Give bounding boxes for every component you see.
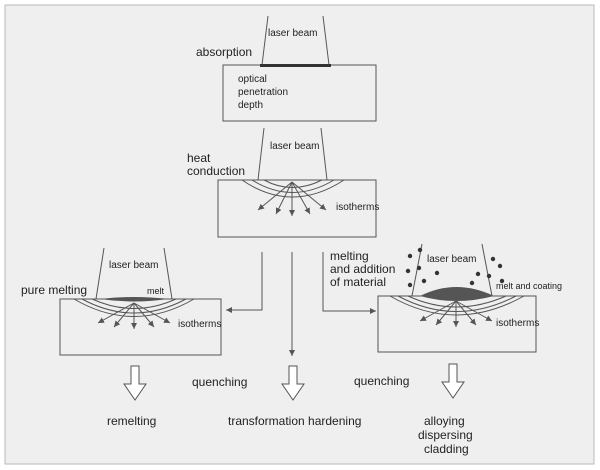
absorption-stage: laser beam absorption optical penetratio… [196,15,377,122]
depth-label-line-2: penetration [238,87,288,98]
heat-conduction-workpiece [217,179,377,238]
pure-melting-stage: laser beam pure melting melt isotherms [21,247,222,356]
heat-isotherms-label: isotherms [336,202,379,213]
melt-and-coating-label: melt and coating [496,281,562,291]
pure-melt-label: melt [147,286,165,296]
melting-addition-beam-label: laser beam [427,254,476,265]
pure-isotherms-label: isotherms [178,319,221,330]
pure-flow-arrows [97,302,171,329]
pure-melt-pool [100,297,168,302]
heat-conduction-laser-beam [257,127,328,181]
outcome-alloying-line-1: alloying [424,414,465,428]
diagram-panel [4,4,595,465]
depth-label-line-3: depth [238,100,263,111]
outcome-remelting: remelting [107,414,156,428]
pure-melting-laser-beam [95,247,173,300]
coating-isotherm-1 [407,295,507,308]
melting-addition-title-line-3: of material [330,275,386,289]
coating-flow-arrows [419,300,493,327]
heat-conduction-beam-label: laser beam [270,141,319,152]
alloying-hollow-arrow [441,363,465,399]
heat-flow-arrows [257,181,327,216]
powder-particles [405,247,505,288]
result-arrows [123,363,465,401]
pure-melting-beam-label: laser beam [109,260,158,271]
process-connectors [226,252,376,356]
coating-melt-pool [420,287,494,301]
melting-addition-stage: laser beam melting and addition of mater… [330,243,562,353]
heat-isotherm-3 [241,179,345,198]
melting-addition-title-line-1: melting [330,249,369,263]
heat-conduction-stage: laser beam heat conduction isotherms [187,127,379,238]
outcome-transformation-hardening: transformation hardening [228,414,361,428]
quenching-label-right: quenching [354,374,409,388]
melting-addition-title-line-2: and addition [330,262,395,276]
remelting-hollow-arrow [123,365,147,401]
coating-isotherm-3 [389,295,525,316]
absorption-title: absorption [196,45,252,59]
heat-conduction-title-line-1: heat [187,151,211,165]
quenching-label-left: quenching [192,375,247,389]
melting-addition-laser-beam [411,243,493,297]
pure-melting-title: pure melting [21,283,87,297]
depth-label-line-1: optical [238,74,267,85]
coating-isotherms-label: isotherms [496,318,539,329]
absorption-layer [260,64,331,67]
absorption-beam-label: laser beam [268,28,317,39]
hardening-hollow-arrow [281,365,305,401]
heat-conduction-title-line-2: conduction [187,164,245,178]
absorption-laser-beam [261,15,330,66]
outcome-alloying-line-2: dispersing [418,428,473,442]
outcome-alloying-line-3: cladding [424,442,469,456]
